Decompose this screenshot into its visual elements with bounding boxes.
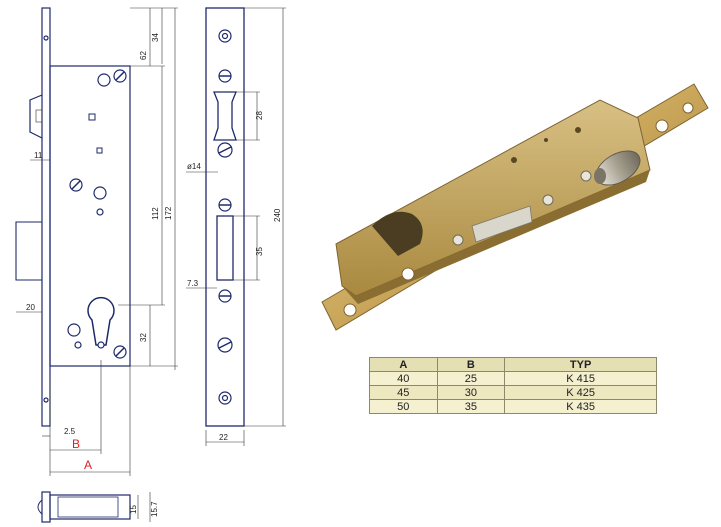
cell-b: 25: [436, 371, 506, 386]
lock-product-photo: [321, 83, 709, 331]
cell-a: 50: [369, 399, 438, 414]
dim-240: 240: [273, 208, 282, 222]
dim-62: 62: [139, 51, 148, 60]
dim-15: 15: [129, 505, 138, 514]
dim-34: 34: [151, 33, 160, 42]
label-a: A: [84, 458, 92, 472]
specs-table: A B TYP 40 25 K 415 45 30 K 425 50 35 K …: [369, 357, 657, 414]
cell-a: 45: [369, 385, 438, 400]
dim-7-3: 7.3: [187, 279, 199, 288]
cell-typ: K 415: [504, 371, 657, 386]
dim-11: 11: [34, 151, 43, 160]
table-header-row: A B TYP: [369, 357, 657, 372]
cell-b: 35: [436, 399, 506, 414]
cell-typ: K 435: [504, 399, 657, 414]
dim-172: 172: [164, 206, 173, 220]
table-row: 45 30 K 425: [369, 385, 657, 400]
bottom-view: 15 15.7: [37, 491, 159, 523]
dim-22: 22: [219, 433, 228, 442]
dim-35: 35: [255, 247, 264, 256]
dim-112: 112: [151, 207, 160, 220]
front-view: 34 62 112 172 32 11 20 2.5 B A: [15, 7, 178, 476]
dim-28: 28: [255, 111, 264, 120]
header-typ: TYP: [504, 357, 657, 372]
dim-32: 32: [139, 333, 148, 342]
cell-typ: K 425: [504, 385, 657, 400]
dim-dia-14: ø14: [187, 162, 201, 171]
table-row: 50 35 K 435: [369, 399, 657, 414]
cell-b: 30: [436, 385, 506, 400]
table-row: 40 25 K 415: [369, 371, 657, 386]
header-b: B: [436, 357, 506, 372]
dim-20: 20: [26, 303, 35, 312]
header-a: A: [369, 357, 438, 372]
label-b: B: [72, 437, 80, 451]
dim-15-7: 15.7: [150, 501, 159, 517]
dim-2-5: 2.5: [64, 427, 76, 436]
cell-a: 40: [369, 371, 438, 386]
faceplate-view: 28 ø14 35 7.3 240 22: [186, 7, 286, 446]
